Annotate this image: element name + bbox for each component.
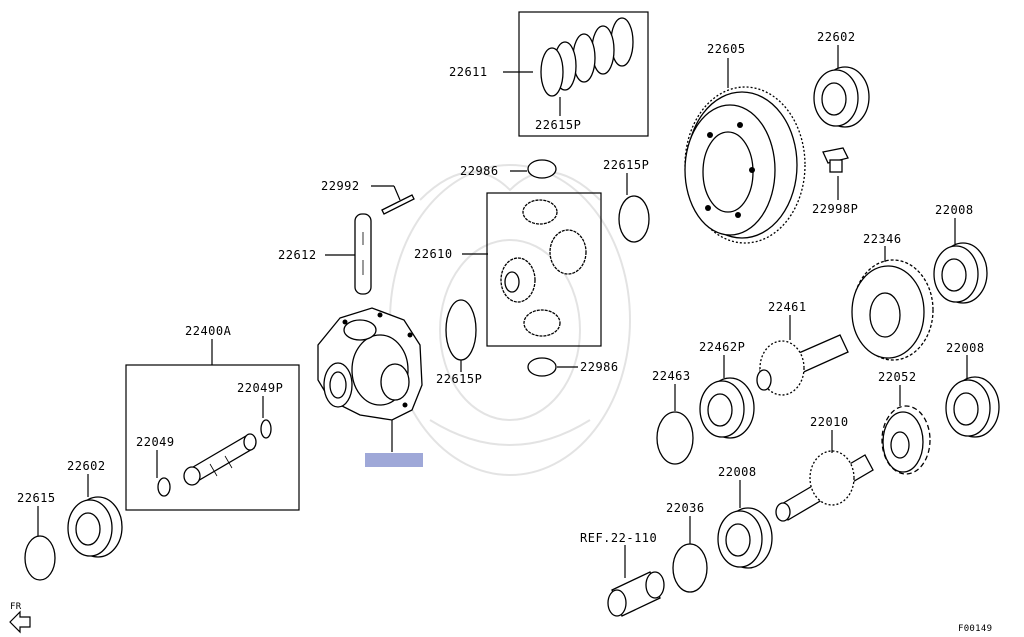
shaft-22612: [354, 213, 372, 295]
watermark-emblem: [389, 164, 631, 476]
label-22052[interactable]: 22052: [878, 370, 917, 384]
shaft-22049: [183, 433, 257, 486]
spring-group-box: [518, 11, 649, 137]
label-22463[interactable]: 22463: [652, 369, 691, 383]
ring-22463: [656, 411, 694, 465]
clip-22049P: [260, 419, 272, 439]
ring-22615P-mid: [618, 195, 650, 243]
label-22461[interactable]: 22461: [768, 300, 807, 314]
label-22008-b[interactable]: 22008: [946, 341, 985, 355]
label-22008-c[interactable]: 22008: [718, 465, 757, 479]
pinion-gears: [500, 199, 587, 337]
label-22036[interactable]: 22036: [666, 501, 705, 515]
label-22615P-mid[interactable]: 22615P: [603, 158, 649, 172]
label-22612[interactable]: 22612: [278, 248, 317, 262]
label-22610[interactable]: 22610: [414, 247, 453, 261]
label-22611[interactable]: 22611: [449, 65, 488, 79]
differential-gear-group-box: [486, 192, 602, 347]
label-22998P[interactable]: 22998P: [812, 202, 858, 216]
clip-22049: [157, 477, 171, 497]
label-22008-a[interactable]: 22008: [935, 203, 974, 217]
label-22049[interactable]: 22049: [136, 435, 175, 449]
label-22602-top[interactable]: 22602: [817, 30, 856, 44]
bearing-22602-top: [813, 66, 870, 128]
ring-22615: [24, 535, 56, 581]
bearing-22602-low: [67, 496, 123, 558]
label-22346[interactable]: 22346: [863, 232, 902, 246]
shaft-22010: [775, 450, 874, 522]
label-22992[interactable]: 22992: [321, 179, 360, 193]
figure-code: F00149: [958, 624, 992, 634]
label-ref[interactable]: REF.22-110: [580, 531, 657, 545]
label-22615P-top[interactable]: 22615P: [535, 118, 581, 132]
label-22605[interactable]: 22605: [707, 42, 746, 56]
label-22986-low[interactable]: 22986: [580, 360, 619, 374]
bearing-22008-b: [945, 376, 1000, 438]
bearing-22008-a: [933, 242, 988, 304]
washer-22986-top: [527, 159, 557, 179]
differential-case: [317, 307, 423, 421]
ring-22615P-low: [445, 299, 477, 361]
spring-rings: [540, 17, 634, 97]
ring-gear: [684, 86, 806, 244]
label-22049P[interactable]: 22049P: [237, 381, 283, 395]
label-22602-low[interactable]: 22602: [67, 459, 106, 473]
label-22615P-low[interactable]: 22615P: [436, 372, 482, 386]
pin-22992: [381, 194, 415, 215]
label-22400A[interactable]: 22400A: [185, 324, 232, 338]
direction-label: FR: [10, 602, 22, 612]
ring-22036: [672, 543, 708, 593]
bolt-22998P: [822, 147, 849, 173]
bearing-22462P: [699, 377, 755, 439]
label-22462P[interactable]: 22462P: [699, 340, 745, 354]
washer-22986-low: [527, 357, 557, 377]
highlight-marker[interactable]: [365, 453, 423, 467]
label-22986-top[interactable]: 22986: [460, 164, 499, 178]
gear-22346: [851, 259, 934, 361]
fr-arrow-icon: [9, 610, 31, 634]
sleeve-ref: [607, 571, 665, 617]
bearing-22008-c: [717, 507, 773, 569]
label-22615[interactable]: 22615: [17, 491, 56, 505]
shaft-22461: [756, 334, 849, 396]
gear-22052: [881, 405, 931, 475]
label-22010[interactable]: 22010: [810, 415, 849, 429]
